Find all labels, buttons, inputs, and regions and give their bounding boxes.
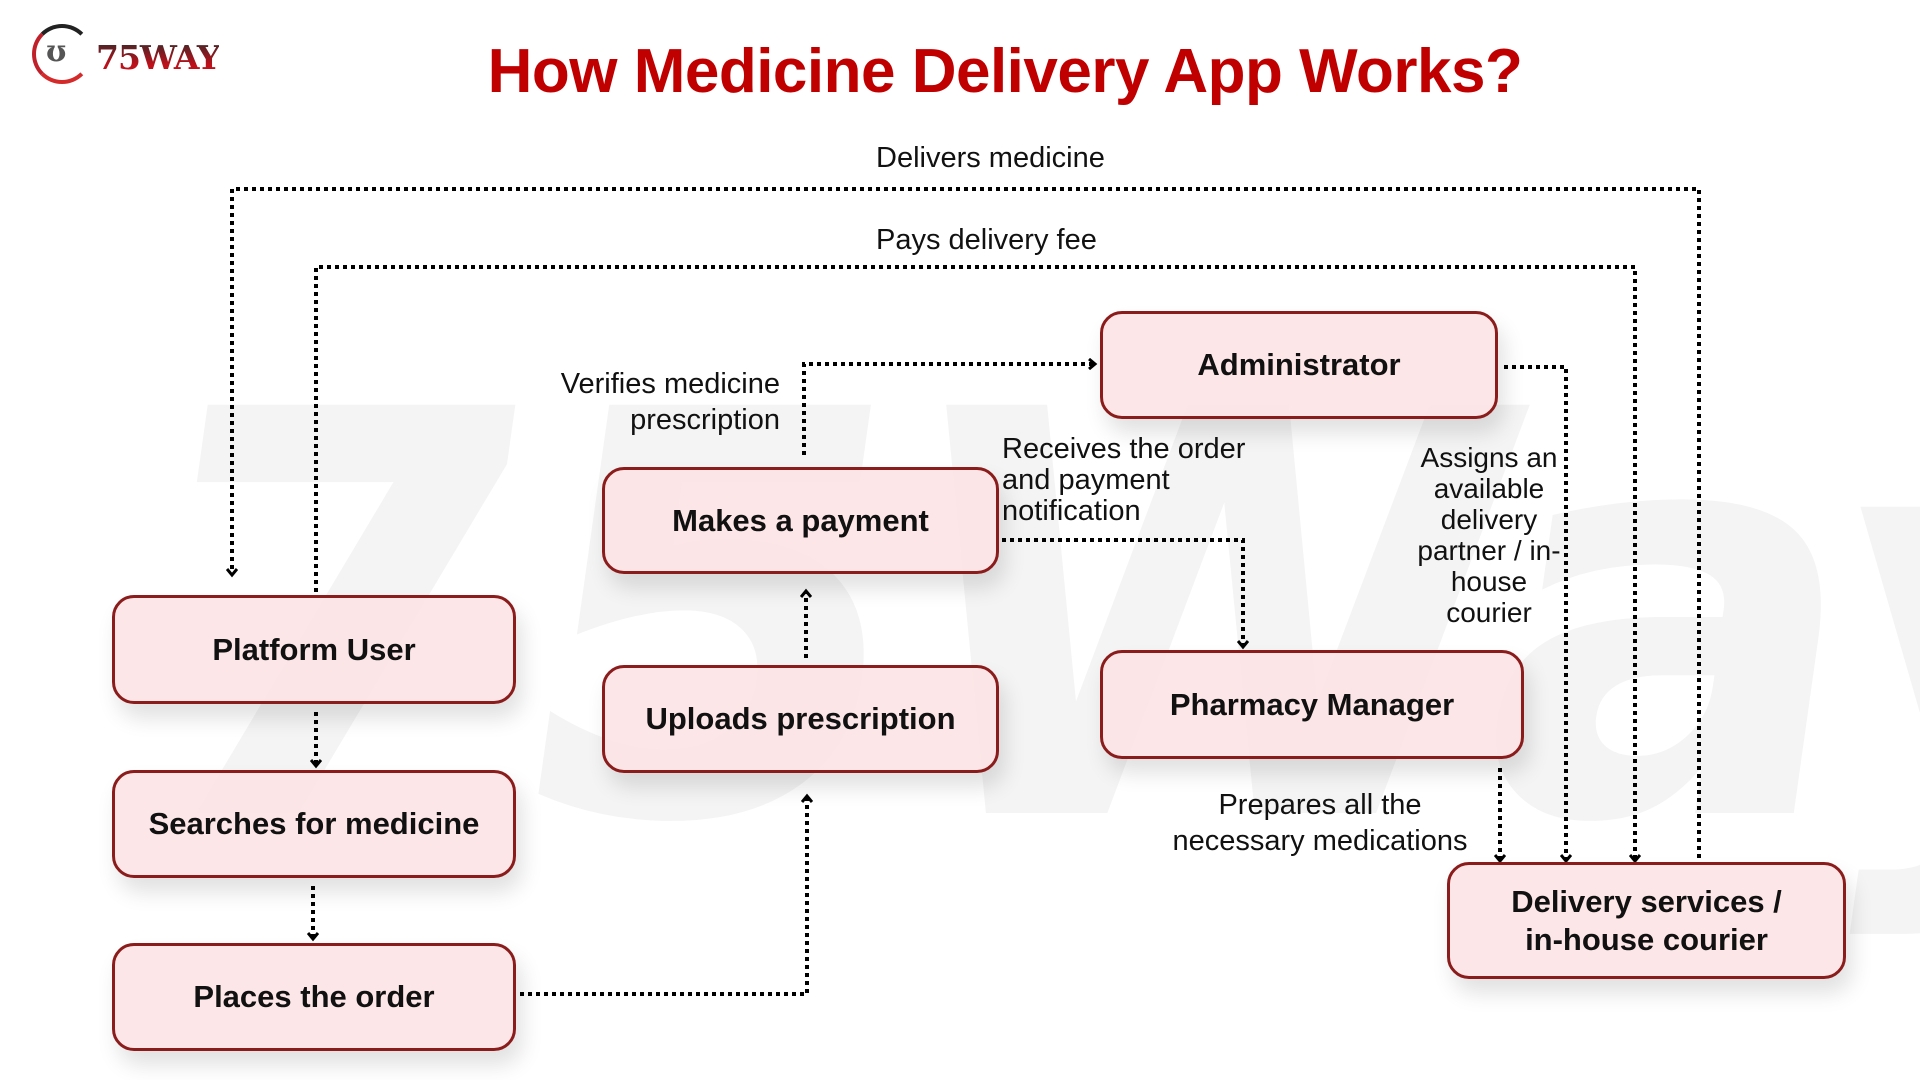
node-uploads-prescription[interactable]: Uploads prescription (602, 665, 999, 773)
label-line: necessary medications (1172, 825, 1468, 857)
connector-verifies-prescription (802, 364, 1094, 455)
connector-receives-order (1002, 538, 1243, 646)
label-line: courier (1446, 597, 1532, 628)
node-places-the-order[interactable]: Places the order (112, 943, 516, 1051)
logo-mark-icon: ʊ (46, 34, 67, 69)
logo-ring-icon (32, 24, 92, 84)
label-line: partner / in- (1417, 535, 1561, 566)
label-line: notification (1002, 495, 1141, 527)
label-verifies-prescription: Verifies medicine prescription (520, 366, 780, 438)
node-administrator[interactable]: Administrator (1100, 311, 1498, 419)
node-delivery-services[interactable]: Delivery services / in-house courier (1447, 862, 1846, 979)
label-receives-order: Receives the order and payment notificat… (1002, 434, 1245, 527)
label-assigns-delivery-partner: Assigns an available delivery partner / … (1394, 442, 1584, 628)
connector-order-to-upload (520, 797, 807, 996)
logo-text: 75WAY (96, 38, 220, 77)
label-delivers-medicine: Delivers medicine (876, 142, 1105, 174)
connector-pays-fee (314, 265, 1635, 860)
page-title: How Medicine Delivery App Works? (487, 37, 1523, 106)
label-line: delivery (1440, 504, 1538, 535)
label-line: available (1433, 473, 1545, 504)
label-line: Verifies medicine (560, 368, 780, 400)
node-searches-for-medicine[interactable]: Searches for medicine (112, 770, 516, 878)
label-pays-delivery-fee: Pays delivery fee (876, 224, 1097, 256)
node-platform-user[interactable]: Platform User (112, 595, 516, 704)
node-pharmacy-manager[interactable]: Pharmacy Manager (1100, 650, 1524, 759)
label-line: prescription (630, 404, 780, 436)
label-line: Receives the order (1002, 433, 1246, 465)
label-line: and payment (1002, 464, 1170, 496)
node-makes-a-payment[interactable]: Makes a payment (602, 467, 999, 574)
label-prepares-medications: Prepares all the necessary medications (1150, 787, 1490, 859)
label-line: Prepares all the (1218, 789, 1422, 821)
label-line: Assigns an (1420, 442, 1558, 473)
label-line: house (1450, 566, 1528, 597)
brand-logo: ʊ 75WAY (32, 20, 242, 96)
connector-delivers-medicine (232, 187, 1701, 858)
